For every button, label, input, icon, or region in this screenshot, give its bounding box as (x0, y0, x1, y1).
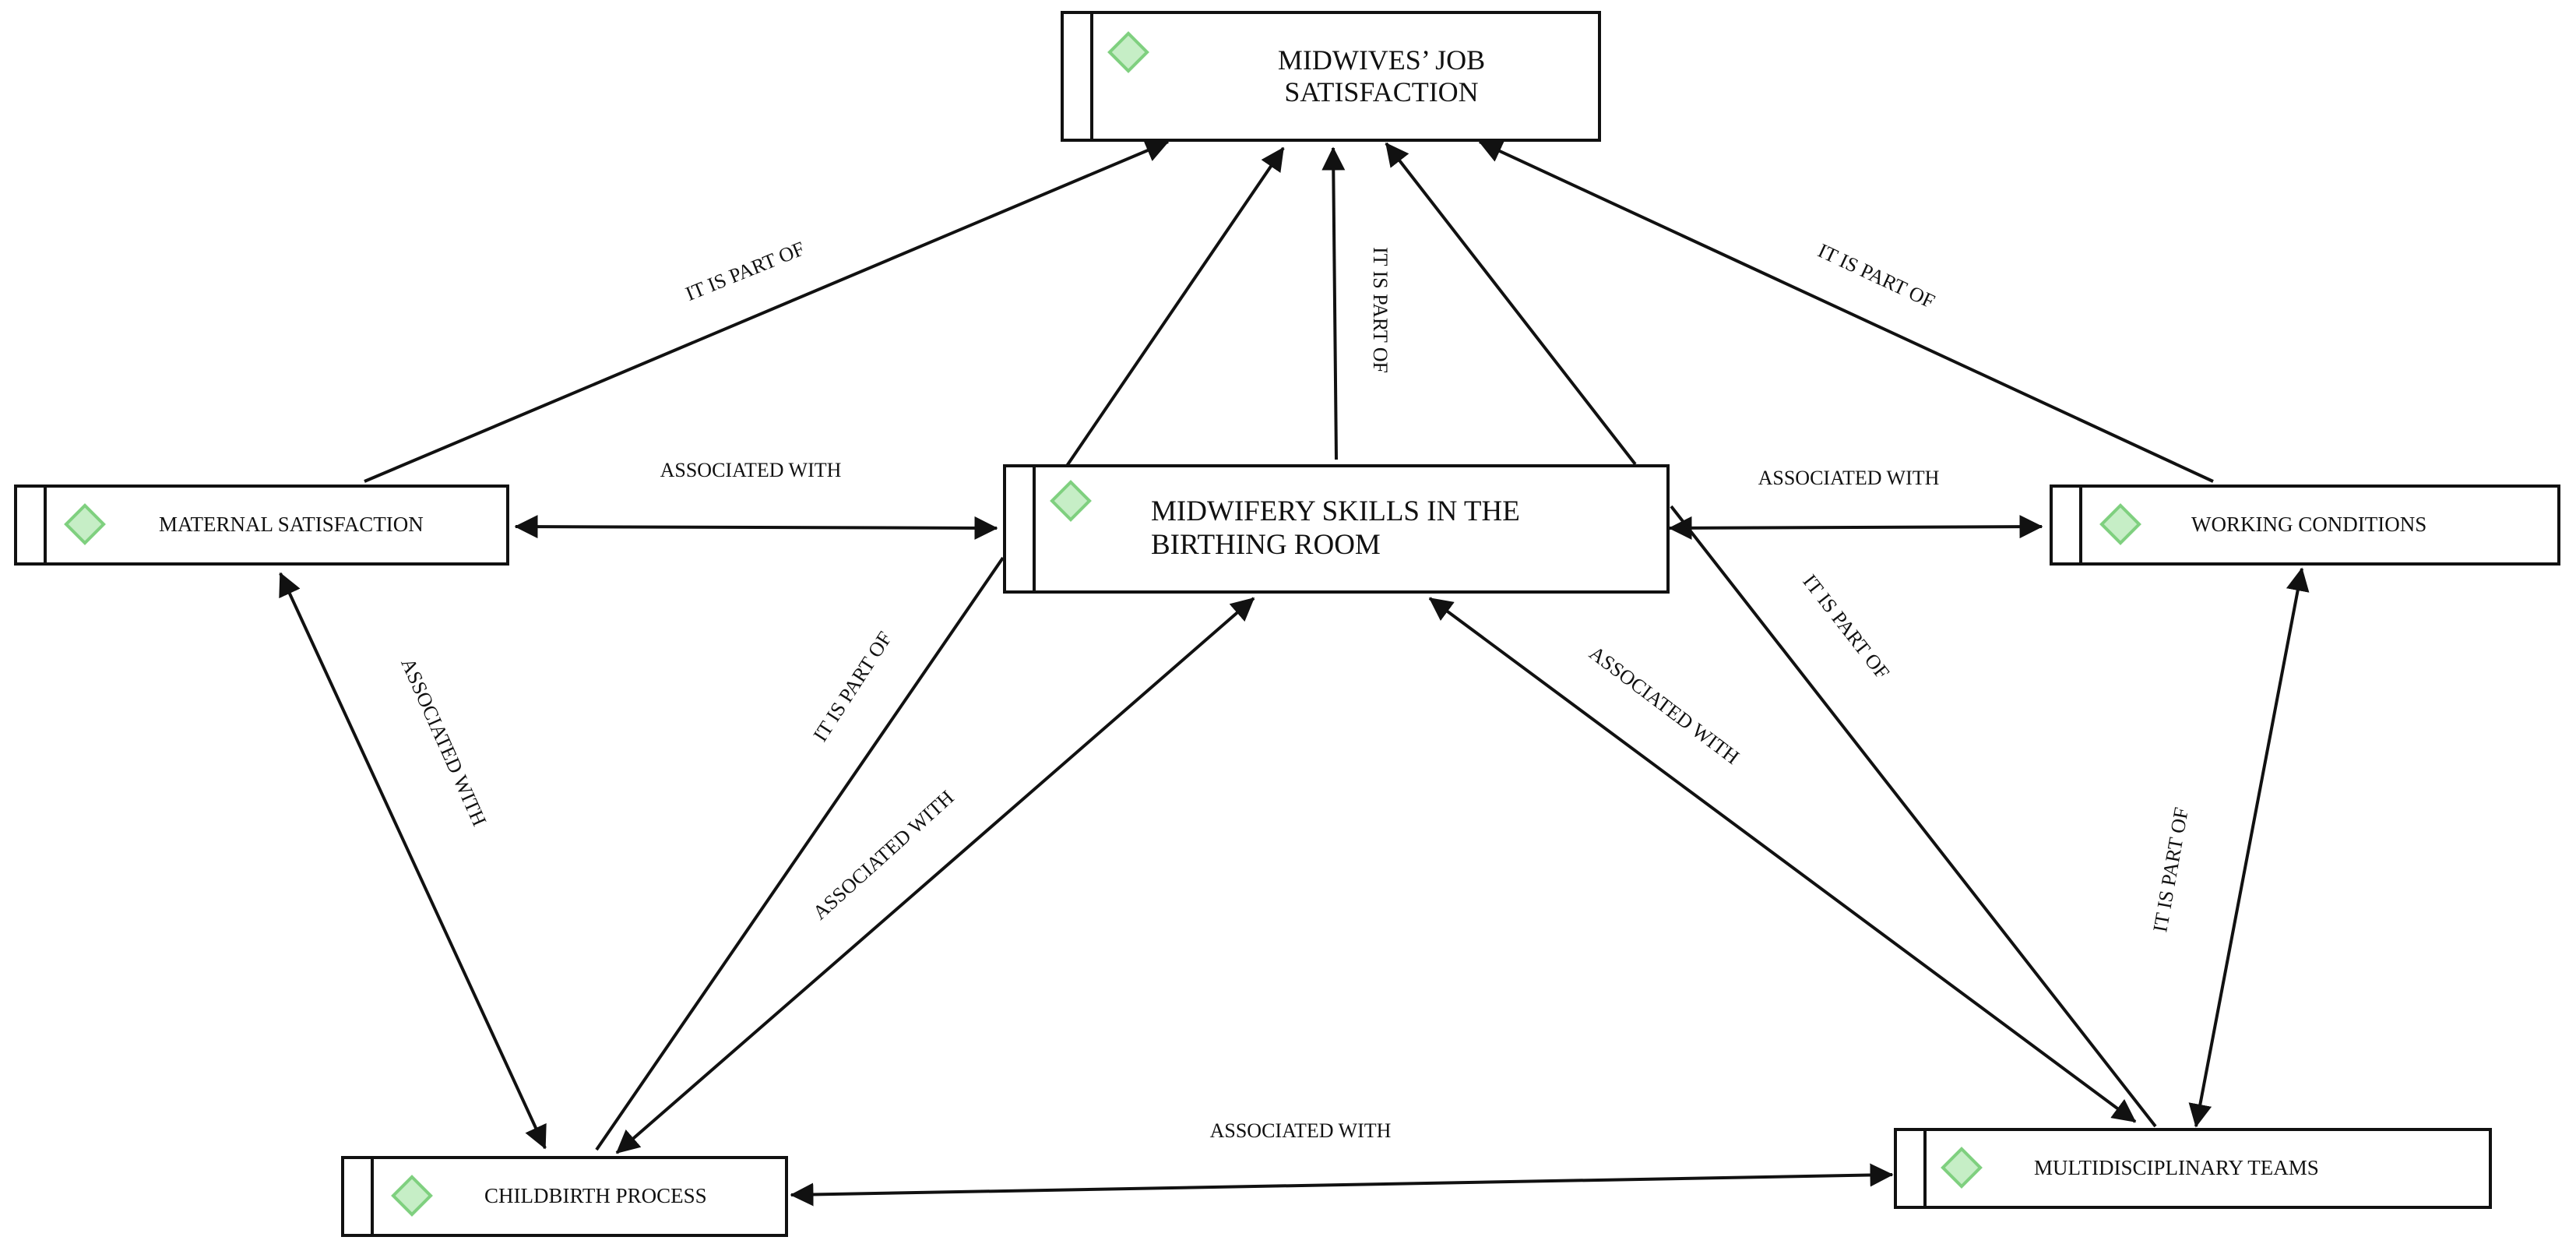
diamond-icon (1050, 480, 1092, 522)
diamond-icon (64, 503, 106, 545)
edge-childbirth-to-skills-part (595, 556, 1005, 1151)
edge-skills-to-job-left (1065, 146, 1285, 467)
edge-childbirth-teams (790, 1163, 1894, 1207)
node-working-conditions: WORKING CONDITIONS (2050, 485, 2560, 566)
node-bar (17, 488, 47, 562)
label-maternal-childbirth: ASSOCIATED WITH (396, 654, 491, 830)
edge-teams-skills-assoc (1428, 597, 2137, 1123)
node-label-line1: MIDWIFERY SKILLS IN THE (1151, 495, 1520, 528)
label-teams-to-skills-part: IT IS PART OF (1798, 570, 1894, 683)
edge-maternal-childbirth (279, 572, 547, 1150)
node-label: MATERNAL SATISFACTION (159, 513, 424, 537)
label-teams-skills-assoc: ASSOCIATED WITH (1585, 642, 1744, 769)
node-label: MIDWIFERY SKILLS IN THE BIRTHING ROOM (1151, 467, 1651, 590)
label-skills-working: ASSOCIATED WITH (1758, 467, 1940, 489)
label-childbirth-teams: ASSOCIATED WITH (1210, 1119, 1392, 1142)
node-childbirth-process: CHILDBIRTH PROCESS (341, 1156, 788, 1237)
label-teams-working: IT IS PART OF (2148, 805, 2193, 934)
diamond-icon (2099, 503, 2141, 545)
node-label: MULTIDISCIPLINARY TEAMS (2034, 1156, 2319, 1180)
edge-teams-working (2188, 567, 2310, 1128)
node-label-line2: SATISFACTION (1284, 76, 1479, 107)
diamond-icon (1941, 1147, 1983, 1189)
edge-skills-to-job-center (1321, 146, 1346, 460)
node-bar (1064, 14, 1093, 139)
node-label-line2: BIRTHING ROOM (1151, 529, 1381, 561)
node-maternal-satisfaction: MATERNAL SATISFACTION (14, 485, 509, 566)
label-working-to-job: IT IS PART OF (1814, 239, 1938, 313)
label-skills-to-job: IT IS PART OF (1369, 247, 1392, 373)
node-job-satisfaction: MIDWIVES’ JOB SATISFACTION (1061, 11, 1601, 142)
node-bar (2053, 488, 2082, 562)
node-label: WORKING CONDITIONS (2191, 513, 2427, 537)
edge-skills-working (1668, 515, 2043, 540)
edge-maternal-to-job (364, 139, 1170, 483)
label-maternal-skills: ASSOCIATED WITH (660, 459, 842, 481)
node-label-line1: MIDWIVES’ JOB (1277, 44, 1486, 76)
node-label: CHILDBIRTH PROCESS (484, 1184, 707, 1208)
label-childbirth-to-skills-part: IT IS PART OF (809, 628, 897, 746)
node-bar (1006, 467, 1036, 590)
node-multidisciplinary-teams: MULTIDISCIPLINARY TEAMS (1894, 1128, 2492, 1209)
edge-childbirth-skills-assoc (615, 597, 1255, 1154)
edge-skills-to-job-right (1385, 142, 1637, 466)
node-bar (344, 1159, 374, 1234)
label-maternal-to-job: IT IS PART OF (682, 237, 808, 305)
edge-teams-to-skills-part (1670, 505, 2157, 1128)
node-midwifery-skills: MIDWIFERY SKILLS IN THE BIRTHING ROOM (1003, 464, 1670, 594)
diamond-icon (391, 1175, 433, 1217)
node-bar (1897, 1131, 1927, 1206)
edge-working-to-job (1478, 140, 2214, 483)
edge-maternal-skills (514, 515, 998, 540)
diamond-icon (1107, 31, 1149, 73)
node-label: MIDWIVES’ JOB SATISFACTION (1181, 14, 1582, 139)
